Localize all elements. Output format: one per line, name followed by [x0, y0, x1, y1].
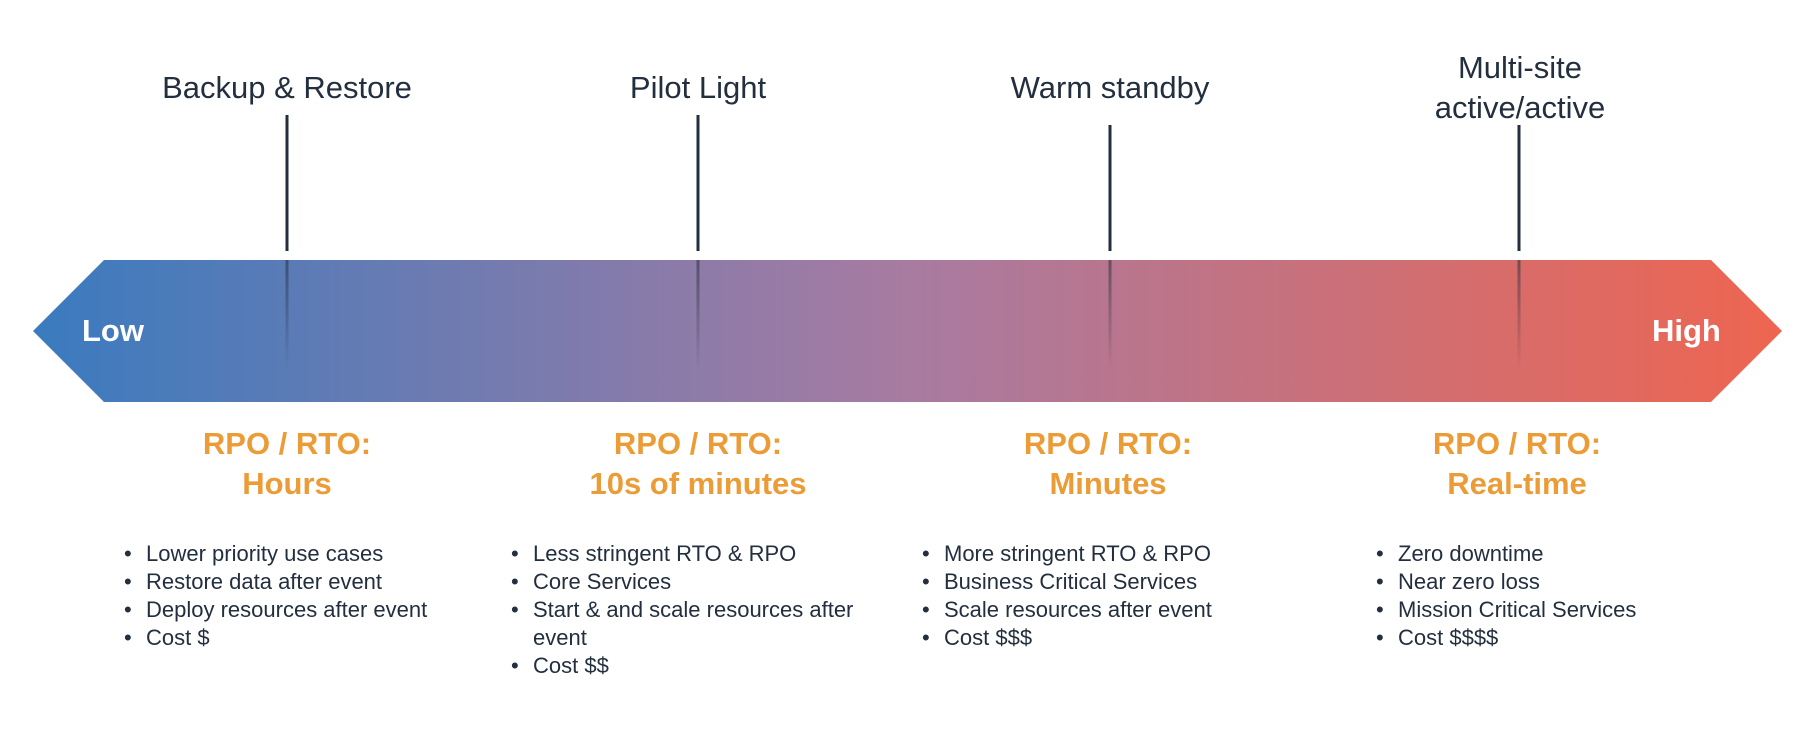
- scale-arrow: [33, 260, 1782, 402]
- strategy-title-pilot-light: Pilot Light: [629, 70, 767, 105]
- tick-multi-site: [1517, 125, 1521, 370]
- rpo-rto-warm-standby: RPO / RTO: Minutes: [948, 424, 1268, 504]
- list-item: Lower priority use cases: [124, 540, 506, 568]
- bullets-pilot-light: Less stringent RTO & RPO Core Services S…: [507, 540, 903, 680]
- rpo-rto-value: Real-time: [1447, 466, 1587, 501]
- strategy-title-warm-standby: Warm standby: [1010, 70, 1210, 105]
- list-item: Mission Critical Services: [1376, 596, 1758, 624]
- list-item: Zero downtime: [1376, 540, 1758, 568]
- rpo-rto-label: RPO / RTO:: [1023, 426, 1193, 461]
- rpo-rto-value: Hours: [242, 466, 332, 501]
- rpo-rto-multi-site: RPO / RTO: Real-time: [1357, 424, 1677, 504]
- bullets-backup-restore: Lower priority use cases Restore data af…: [120, 540, 506, 652]
- rpo-rto-value: 10s of minutes: [589, 466, 807, 501]
- bullets-warm-standby: More stringent RTO & RPO Business Critic…: [918, 540, 1304, 652]
- strategy-title-backup-restore: Backup & Restore: [162, 70, 412, 105]
- list-item: Restore data after event: [124, 568, 506, 596]
- rpo-rto-label: RPO / RTO:: [613, 426, 783, 461]
- list-item: Scale resources after event: [922, 596, 1304, 624]
- scale-high-label: High: [1652, 313, 1721, 348]
- list-item: Cost $: [124, 624, 506, 652]
- strategy-title-multi-site: Multi-site active/active: [1434, 50, 1606, 125]
- rpo-rto-label: RPO / RTO:: [202, 426, 372, 461]
- list-item: More stringent RTO & RPO: [922, 540, 1304, 568]
- list-item: Core Services: [511, 568, 903, 596]
- list-item: Near zero loss: [1376, 568, 1758, 596]
- scale-low-label: Low: [82, 313, 144, 348]
- list-item: Cost $$$$: [1376, 624, 1758, 652]
- bullets-multi-site: Zero downtime Near zero loss Mission Cri…: [1372, 540, 1758, 652]
- list-item: Start & and scale resources after event: [511, 596, 903, 652]
- list-item: Cost $$: [511, 652, 903, 680]
- rpo-rto-backup-restore: RPO / RTO: Hours: [127, 424, 447, 504]
- list-item: Deploy resources after event: [124, 596, 506, 624]
- tick-lines: [285, 115, 1521, 370]
- list-item: Cost $$$: [922, 624, 1304, 652]
- rpo-rto-value: Minutes: [1049, 466, 1167, 501]
- tick-backup-restore: [285, 115, 289, 370]
- tick-warm-standby: [1108, 125, 1112, 370]
- list-item: Less stringent RTO & RPO: [511, 540, 903, 568]
- list-item: Business Critical Services: [922, 568, 1304, 596]
- tick-pilot-light: [696, 115, 700, 370]
- rpo-rto-label: RPO / RTO:: [1432, 426, 1602, 461]
- rpo-rto-pilot-light: RPO / RTO: 10s of minutes: [538, 424, 858, 504]
